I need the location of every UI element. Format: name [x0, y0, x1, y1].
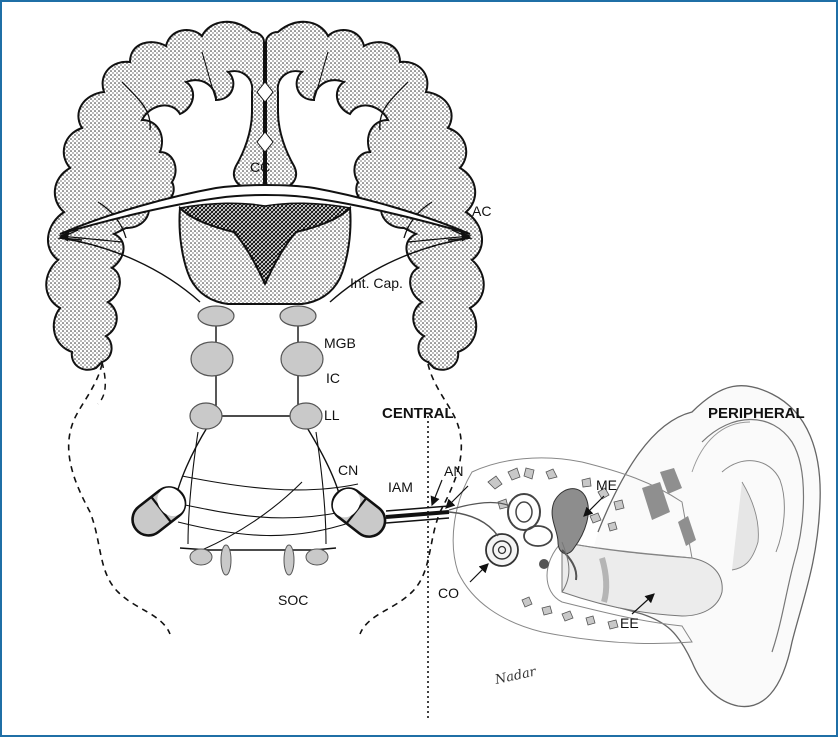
nucleus-cn-right — [326, 482, 391, 543]
nucleus-ll-left — [190, 403, 222, 429]
label-an: AN — [444, 463, 463, 479]
label-mgb: MGB — [324, 335, 356, 351]
nucleus-soc-2 — [221, 545, 231, 575]
pinna — [580, 386, 820, 707]
nucleus-ic-left — [191, 342, 233, 376]
brain-coronal-section — [46, 22, 484, 404]
nucleus-mgb-left — [198, 306, 234, 326]
ear-illustration — [449, 386, 820, 707]
nucleus-ic-right — [281, 342, 323, 376]
label-ac: AC — [472, 203, 491, 219]
middle-ear-ossicles — [552, 489, 588, 554]
nucleus-cn-left — [126, 481, 191, 542]
label-int-cap: Int. Cap. — [350, 275, 403, 291]
cochlea — [486, 534, 518, 566]
nucleus-soc-4 — [306, 549, 328, 565]
label-ic: IC — [326, 370, 340, 386]
label-soc: SOC — [278, 592, 308, 608]
nucleus-soc-3 — [284, 545, 294, 575]
label-co: CO — [438, 585, 459, 601]
nucleus-mgb-right — [280, 306, 316, 326]
label-iam: IAM — [388, 479, 413, 495]
auditory-nerve — [386, 506, 449, 523]
header-central: CENTRAL — [382, 405, 454, 422]
header-peripheral: PERIPHERAL — [708, 405, 805, 422]
nucleus-soc-1 — [190, 549, 212, 565]
label-cn: CN — [338, 462, 358, 478]
label-ee: EE — [620, 615, 639, 631]
artist-signature: Nadar — [493, 664, 538, 688]
label-ll: LL — [324, 407, 340, 423]
label-cc: CC — [250, 159, 270, 175]
nucleus-ll-right — [290, 403, 322, 429]
label-me: ME — [596, 477, 617, 493]
